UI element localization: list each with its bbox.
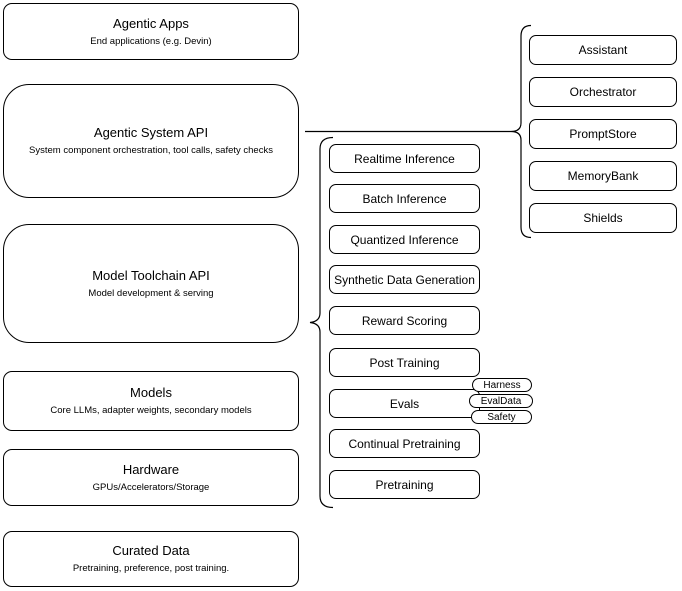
box-title: Curated Data <box>112 543 190 558</box>
toolchain-box-continual-pretraining: Continual Pretraining <box>329 429 480 458</box>
toolchain-box-post-training: Post Training <box>329 348 480 377</box>
box-agentic-apps: Agentic Apps End applications (e.g. Devi… <box>3 3 299 60</box>
toolchain-box-synthetic-data-generation: Synthetic Data Generation <box>329 265 480 294</box>
pill-evaldata: EvalData <box>469 394 533 408</box>
box-model-toolchain-api: Model Toolchain API Model development & … <box>3 224 299 343</box>
box-agentic-system-api: Agentic System API System component orch… <box>3 84 299 198</box>
box-subtitle: Core LLMs, adapter weights, secondary mo… <box>50 405 252 416</box>
box-title: Models <box>130 385 172 400</box>
box-title: Agentic Apps <box>113 15 189 31</box>
box-title: Hardware <box>122 461 180 477</box>
system-box-promptstore: PromptStore <box>529 119 677 149</box>
box-subtitle: Pretraining, preference, post training. <box>72 563 230 574</box>
system-box-memorybank: MemoryBank <box>529 161 677 191</box>
toolchain-box-reward-scoring: Reward Scoring <box>329 306 480 335</box>
toolchain-box-evals: Evals <box>329 389 480 418</box>
box-hardware: Hardware GPUs/Accelerators/Storage <box>3 449 299 506</box>
pill-harness: Harness <box>472 378 532 392</box>
box-title: Agentic System API <box>93 125 209 140</box>
box-subtitle: GPUs/Accelerators/Storage <box>92 481 210 493</box>
box-subtitle: Model development & serving <box>88 287 214 299</box>
system-brace <box>510 24 532 239</box>
system-box-orchestrator: Orchestrator <box>529 77 677 107</box>
system-box-shields: Shields <box>529 203 677 233</box>
toolchain-box-batch-inference: Batch Inference <box>329 184 480 213</box>
box-models: Models Core LLMs, adapter weights, secon… <box>3 371 299 431</box>
toolchain-box-quantized-inference: Quantized Inference <box>329 225 480 254</box>
system-box-assistant: Assistant <box>529 35 677 65</box>
box-title: Model Toolchain API <box>92 267 210 283</box>
toolchain-box-realtime-inference: Realtime Inference <box>329 144 480 173</box>
box-subtitle: End applications (e.g. Devin) <box>90 35 212 47</box>
toolchain-box-pretraining: Pretraining <box>329 470 480 499</box>
pill-safety: Safety <box>471 410 532 424</box>
box-curated-data: Curated Data Pretraining, preference, po… <box>3 531 299 587</box>
toolchain-brace <box>309 136 334 509</box>
box-subtitle: System component orchestration, tool cal… <box>29 145 273 156</box>
